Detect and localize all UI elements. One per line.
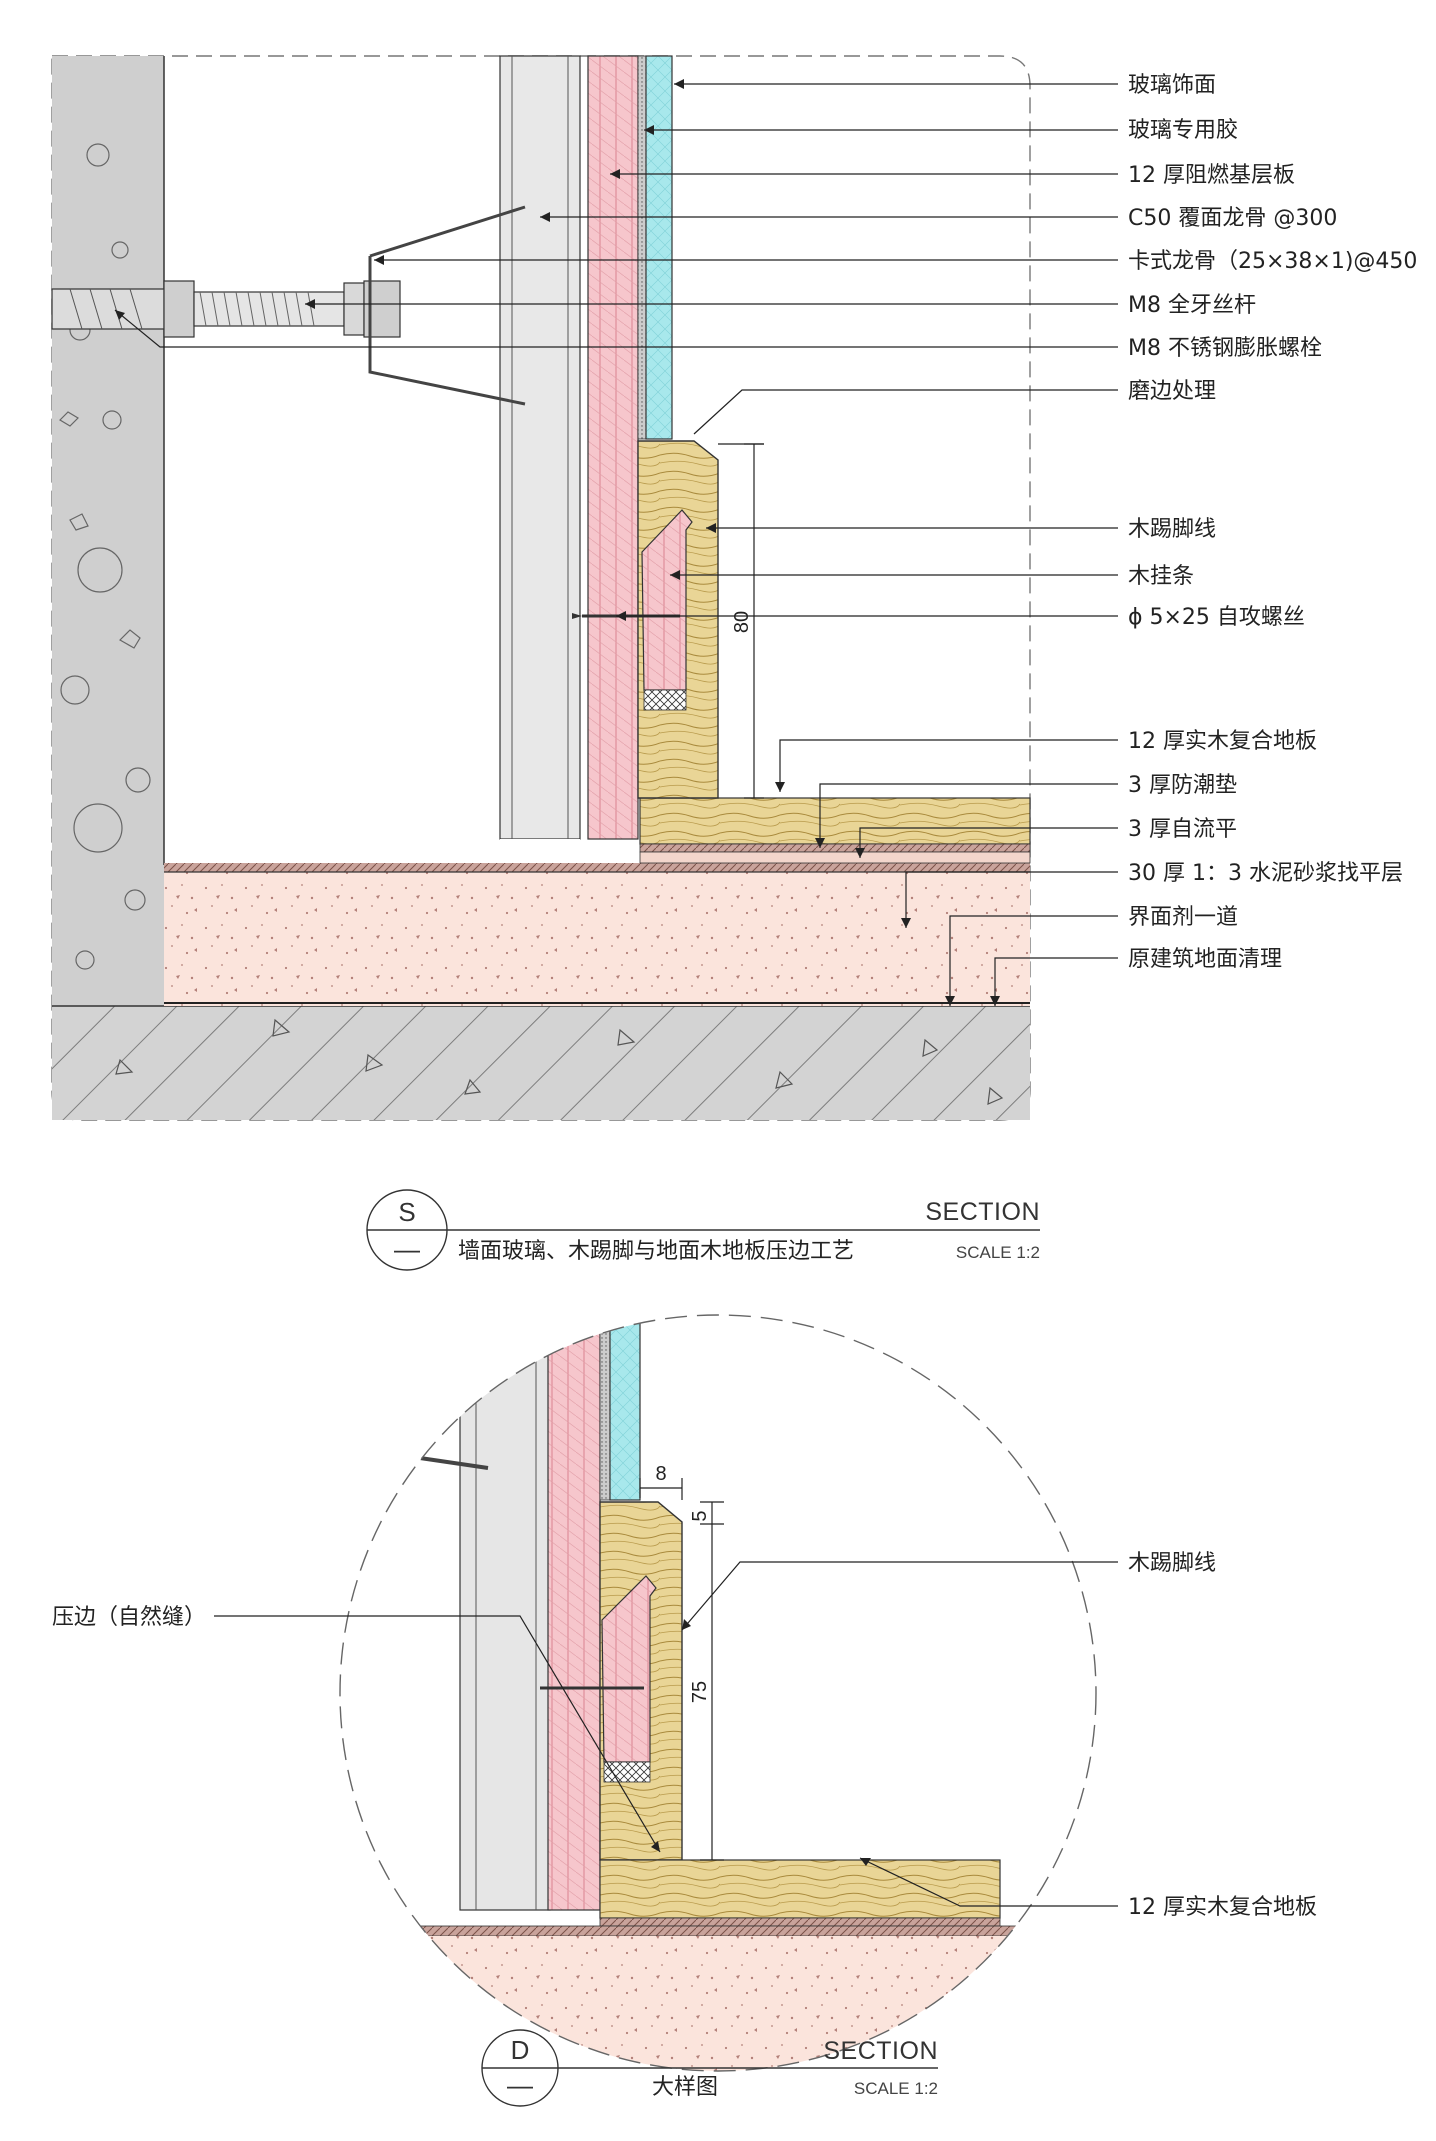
callout-glass-adhesive: 玻璃专用胶 [1128, 118, 1238, 143]
callout-edge-grind: 磨边处理 [1128, 379, 1216, 404]
detail-d-symbol: D [511, 2035, 530, 2065]
callout-card-keel: 卡式龙骨（25×38×1)@450 [1128, 249, 1417, 274]
detail-steel-stud [459, 1315, 551, 1911]
section-s-drawing: 80 [51, 55, 1417, 1121]
callout-m8-rod: M8 全牙丝杆 [1128, 293, 1256, 318]
callout-glass-facing: 玻璃饰面 [1128, 73, 1216, 98]
callout-fire-board: 12 厚阻燃基层板 [1128, 163, 1295, 188]
wood-floor [639, 797, 1031, 845]
callout-floor-cleaning: 原建筑地面清理 [1128, 947, 1282, 972]
detail-dimensions: 8 5 75 [639, 1463, 724, 1861]
dimension-5-label: 5 [689, 1510, 711, 1521]
moisture-pad [639, 843, 1031, 853]
callout-hanging-strip: 木挂条 [1128, 564, 1194, 589]
self-leveling-layer [164, 863, 1030, 872]
section-s-leader-arrows [115, 79, 1000, 1006]
callout-wood-skirting: 木踢脚线 [1128, 517, 1216, 542]
glass-facing [645, 55, 673, 440]
section-s-leaders [114, 83, 1118, 1006]
callout-m8-bolt: M8 不锈钢膨胀螺栓 [1128, 336, 1322, 361]
section-s-symbol-sub: — [394, 1234, 420, 1264]
callout-mortar: 30 厚 1：3 水泥砂浆找平层 [1128, 861, 1403, 886]
fire-retardant-board [587, 55, 639, 840]
detail-leaders [214, 1561, 1118, 1907]
detail-callout-floor: 12 厚实木复合地板 [1128, 1895, 1317, 1920]
detail-wood-floor [599, 1859, 1001, 1919]
callout-wood-floor: 12 厚实木复合地板 [1128, 729, 1317, 754]
detail-d-drawing: 8 5 75 木踢脚线 12 厚实木复合地板 压边（自然缝） [52, 1314, 1317, 2072]
detail-d-title: 大样图 [652, 2075, 718, 2100]
callout-screw: ϕ 5×25 自攻螺丝 [1128, 605, 1305, 630]
dimension-80: 80 [718, 443, 764, 799]
section-s-scale: SCALE 1:2 [956, 1243, 1040, 1262]
callout-moisture-pad: 3 厚防潮垫 [1128, 773, 1237, 798]
section-s-word: SECTION [925, 1198, 1040, 1226]
dimension-80-label: 80 [731, 611, 753, 633]
c50-steel-stud [499, 55, 581, 840]
callout-self-leveling: 3 厚自流平 [1128, 817, 1237, 842]
detail-callout-skirting: 木踢脚线 [1128, 1551, 1216, 1576]
dimension-75-label: 75 [689, 1681, 711, 1703]
section-s-callouts: 玻璃饰面 玻璃专用胶 12 厚阻燃基层板 C50 覆面龙骨 @300 卡式龙骨（… [1128, 73, 1417, 972]
detail-callout-press-edge: 压边（自然缝） [52, 1605, 206, 1630]
anchor-bolt-assembly [51, 205, 526, 406]
detail-d-circle [339, 1314, 1097, 2072]
detail-d-symbol-sub: — [507, 2070, 533, 2100]
detail-screed [340, 1936, 1040, 2071]
section-s-title-block: S — SECTION SCALE 1:2 墙面玻璃、木踢脚与地面木地板压边工艺 [366, 1189, 1040, 1271]
dimension-8-label: 8 [655, 1463, 666, 1485]
callout-interface-agent: 界面剂一道 [1128, 905, 1238, 930]
detail-glass [609, 1315, 641, 1501]
mortar-screed-layer [164, 872, 1030, 1006]
section-s-title: 墙面玻璃、木踢脚与地面木地板压边工艺 [458, 1239, 854, 1264]
detail-d-word: SECTION [823, 2037, 938, 2065]
glass-adhesive [637, 55, 647, 440]
detail-leader-arrows [651, 1619, 871, 1866]
callout-c50-stud: C50 覆面龙骨 @300 [1128, 206, 1337, 231]
detail-fire-board [547, 1315, 601, 1911]
detail-d-scale: SCALE 1:2 [854, 2079, 938, 2098]
detail-d-title-block: D — SECTION SCALE 1:2 大样图 [481, 2029, 938, 2107]
section-s-symbol: S [398, 1197, 415, 1227]
floor-slab [52, 1006, 1030, 1120]
concrete-wall [52, 56, 164, 1006]
